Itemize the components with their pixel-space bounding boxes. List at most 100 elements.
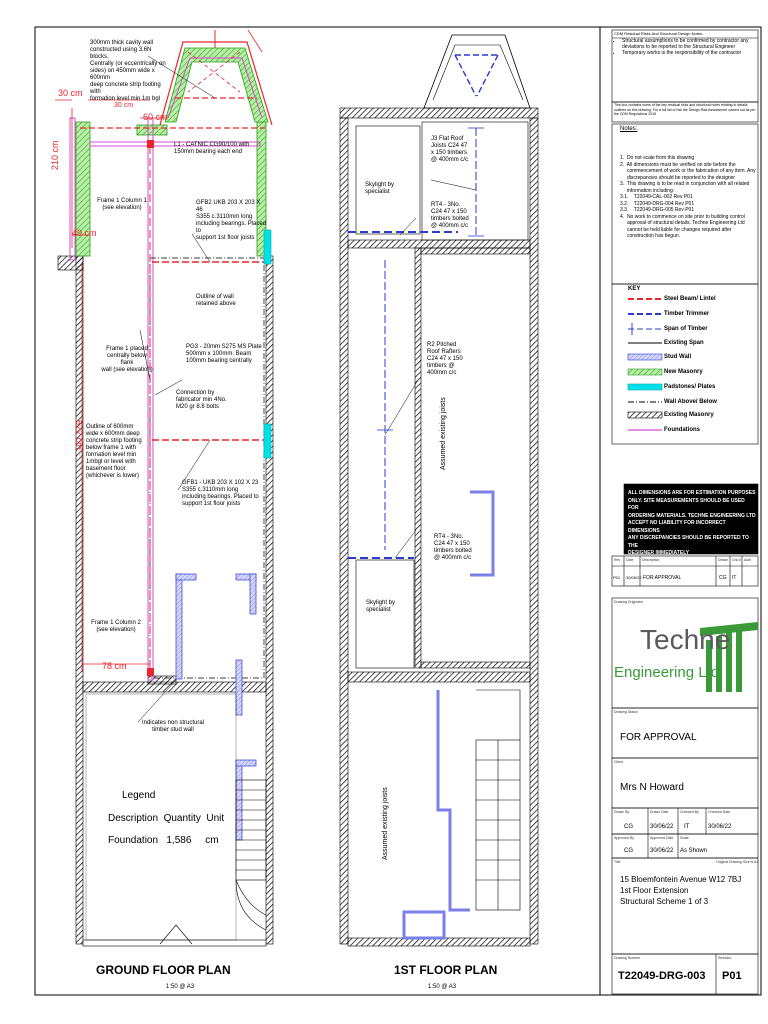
frame1-column1-mark — [147, 140, 154, 148]
ff-top-wall — [339, 107, 539, 119]
techne-logo-mark — [700, 622, 758, 692]
gf-stairs — [235, 779, 267, 931]
logo-techne: Techne — [640, 624, 731, 655]
ff-right-wall — [529, 117, 539, 945]
gf-new-masonry-left — [75, 121, 91, 257]
key-padstones: Padstones/ Plates — [664, 384, 716, 390]
ff-stud-wall — [470, 490, 495, 577]
size-label: Original Drawing Size is A3 — [716, 860, 759, 864]
legend-title: Legend — [122, 790, 156, 801]
ground-floor-plan — [55, 29, 274, 947]
gf-dimensions — [55, 29, 263, 672]
disclaimer: ALL DIMENSIONS ARE FOR ESTIMATION PURPOS… — [628, 490, 756, 556]
gf-new-masonry-top — [136, 124, 168, 136]
status-label: Drawing Status — [614, 710, 638, 714]
number-label: Drawing Number — [614, 956, 641, 960]
ff-skylight-room-2 — [355, 559, 415, 669]
client-name: Mrs N Howard — [620, 782, 684, 793]
key-new-masonry: New Masonry — [664, 369, 703, 375]
cdm-bullets: Structural assumptions to be confirmed b… — [614, 38, 760, 56]
gf-padstone-2 — [263, 423, 272, 459]
legend-row: Foundation 1,586 cm — [108, 835, 219, 846]
key-existing-span: Existing Span — [664, 340, 704, 346]
ff-cross-wall-1 — [347, 239, 531, 249]
key-existing-masonry: Existing Masonry — [664, 412, 714, 418]
note-assumed-joists-2: Assumed existing joists — [382, 787, 389, 860]
cdm-header: CDM Residual Risks And Structural Design… — [614, 31, 704, 36]
dim-30cm-b: 30 cm — [114, 102, 134, 109]
gf-foundation-left — [69, 117, 76, 261]
drawing-revision: P01 — [722, 970, 742, 982]
ff-stud-wall-2 — [436, 690, 470, 912]
dim-210cm: 210 cm — [50, 140, 60, 170]
gf-padstone-1 — [263, 229, 272, 265]
title-label: Title — [614, 860, 621, 864]
logo-engineering: Engineering Ltd — [614, 664, 720, 681]
drawing-status: FOR APPROVAL — [620, 732, 697, 743]
cdm-footnote: This box contains some of the key residu… — [614, 103, 756, 116]
dim-622cm: 622 cm — [74, 420, 84, 450]
key-span-of-timber: Span of Timber — [664, 326, 708, 332]
drawing-originator-label: Drawing Originator — [614, 600, 644, 604]
key-foundations: Foundations — [664, 427, 700, 433]
gf-wall-above — [149, 257, 265, 679]
dim-78cm: 78 cm — [102, 661, 127, 671]
gf-bay-masonry — [164, 47, 269, 123]
dim-49cm: 49 cm — [72, 228, 97, 238]
gf-right-wall — [265, 255, 274, 945]
key-wall-above: Wall Above/ Below — [664, 399, 717, 405]
gf-bottom-line — [82, 939, 267, 947]
first-floor-plan-scale: 1:50 @ A3 — [428, 984, 457, 990]
key-timber-trimmer: Timber Trimmer — [664, 311, 710, 317]
ff-skylight-room — [355, 125, 421, 235]
ff-cross-wall-2 — [347, 671, 531, 683]
note-frame1-column2: Frame 1 Column 2(see elevation) — [91, 620, 141, 633]
dim-60cm: 60 cm — [143, 112, 168, 122]
key-symbols — [627, 298, 663, 431]
key-stud-wall: Stud Wall — [664, 354, 692, 360]
dim-30cm: 30 cm — [58, 88, 83, 98]
legend-headers: Description Quantity Unit — [108, 813, 225, 824]
ff-mid-wall — [414, 247, 422, 669]
drawing-number: T22049-DRG-003 — [618, 970, 706, 982]
sidebar-frames — [611, 29, 759, 995]
ff-left-wall — [339, 117, 349, 945]
note-frame1-column1: Frame 1 Column 1(see elevation) — [97, 198, 147, 211]
revision-label: Revision — [718, 956, 732, 960]
note-assumed-joists-1: Assumed existing joists — [440, 397, 447, 470]
key-steel-beam: Steel Beam/ Lintel — [664, 296, 716, 302]
ff-roof-outline — [423, 34, 531, 109]
sheet-border — [34, 26, 762, 996]
ground-floor-plan-scale: 1:50 @ A3 — [166, 984, 195, 990]
key-title: KEY — [628, 286, 641, 292]
client-label: Client — [614, 760, 623, 764]
notes-title: Notes: — [620, 126, 638, 132]
gf-bay-foundation — [167, 57, 263, 119]
ground-floor-plan-title: GROUND FLOOR PLAN — [96, 963, 231, 977]
frame1-column2-mark — [147, 668, 154, 676]
ff-roof-timbers — [454, 54, 499, 97]
first-floor-plan-title: 1ST FLOOR PLAN — [394, 963, 498, 977]
first-floor-plan — [137, 34, 539, 947]
ff-stairs — [475, 689, 521, 911]
